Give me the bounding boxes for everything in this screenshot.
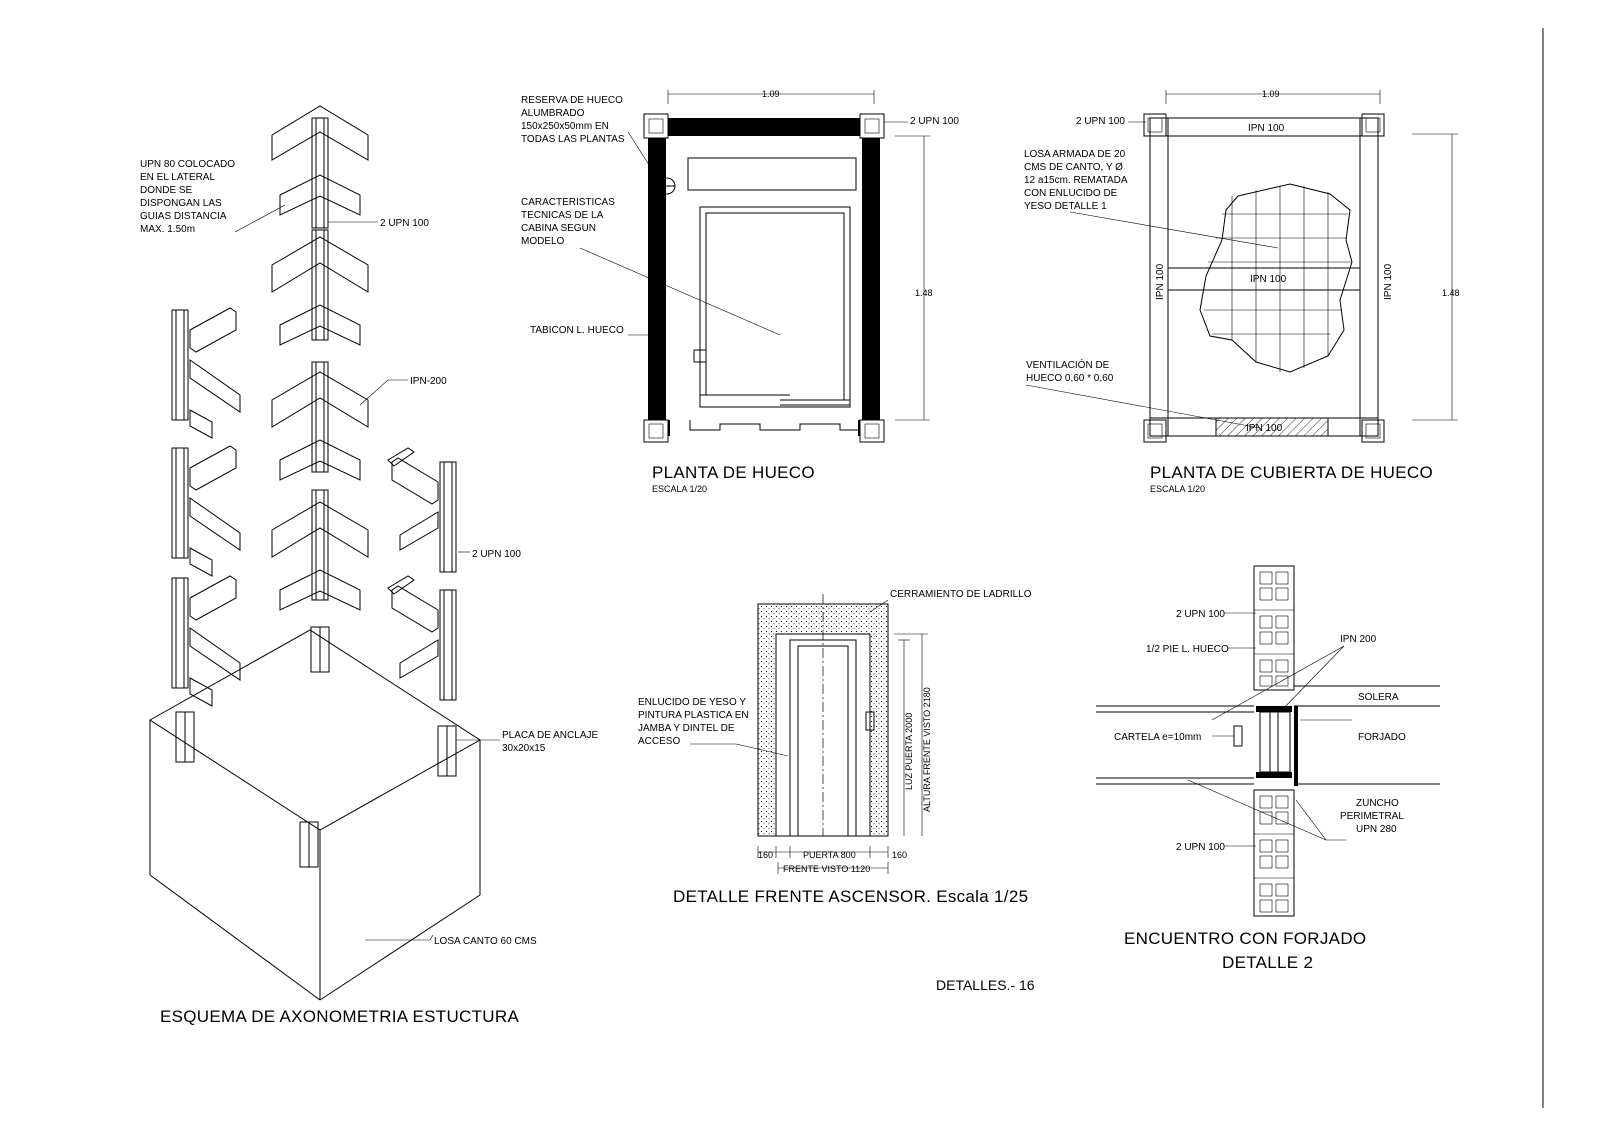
- frente-title: DETALLE FRENTE ASCENSOR. Escala 1/25: [673, 887, 1028, 906]
- placa-label: PLACA DE ANCLAJE 30x20x15: [502, 730, 601, 754]
- frame-1: [271, 105, 369, 229]
- planta-dim-width: 1.09: [762, 89, 780, 99]
- cubierta-ipn-top: IPN 100: [1248, 123, 1285, 134]
- frente-luz-label: LUZ PUERTA 2000: [904, 713, 914, 790]
- left-column: [171, 307, 241, 707]
- encuentro-title-1: ENCUENTRO CON FORJADO: [1124, 929, 1366, 948]
- cubierta-view: 1.09 1.48 2 UPN 100 IPN 100 IPN 100 IPN …: [1024, 89, 1460, 494]
- right-column: [387, 447, 457, 701]
- encuentro-ipn-label: IPN 200: [1340, 634, 1377, 645]
- left-frame-2: [171, 445, 241, 577]
- encuentro-pie-label: 1/2 PIE L. HUECO: [1146, 644, 1229, 655]
- frente-cerramiento-label: CERRAMIENTO DE LADRILLO: [890, 589, 1032, 600]
- frente-dim-puerta: PUERTA 800: [803, 850, 856, 860]
- frente-enlucido-note: ENLUCIDO DE YESO Y PINTURA PLASTICA EN J…: [638, 697, 751, 747]
- cubierta-title: PLANTA DE CUBIERTA DE HUECO: [1150, 463, 1433, 482]
- losa-label: LOSA CANTO 60 CMS: [434, 936, 537, 947]
- planta-hueco-view: 1.09 1.48 2 UPN 100 RESERVA DE HUECO ALU…: [521, 89, 959, 494]
- ipn200-label: IPN-200: [410, 376, 447, 387]
- planta-dim-height: 1.48: [915, 288, 933, 298]
- base-posts: [175, 626, 457, 868]
- left-frame-3: [171, 575, 241, 707]
- brick-cells: [1254, 571, 1294, 913]
- encuentro-upn-bot: 2 UPN 100: [1176, 842, 1225, 853]
- upn80-note: UPN 80 COLOCADO EN EL LATERAL DONDE SE D…: [140, 159, 238, 235]
- encuentro-view: 2 UPN 100 1/2 PIE L. HUECO IPN 200 SOLER…: [1096, 565, 1440, 972]
- axonometry-view: UPN 80 COLOCADO EN EL LATERAL DONDE SE D…: [140, 105, 601, 1026]
- foundation-slab: [149, 629, 481, 1001]
- cubierta-ipn-bot: IPN 100: [1246, 423, 1283, 434]
- encuentro-zuncho-note: ZUNCHO PERIMETRAL UPN 280: [1340, 798, 1406, 835]
- right-frame-2: [387, 575, 457, 701]
- encuentro-title-2: DETALLE 2: [1222, 953, 1313, 972]
- encuentro-forjado-label: FORJADO: [1358, 732, 1406, 743]
- frente-dim-160a: 160: [758, 850, 773, 860]
- cubierta-losa-note: LOSA ARMADA DE 20 CMS DE CANTO, Y Ø 12 a…: [1024, 149, 1130, 212]
- planta-carac-note: CARACTERISTICAS TECNICAS DE LA CABINA SE…: [521, 197, 618, 247]
- encuentro-solera-label: SOLERA: [1358, 692, 1399, 703]
- sheet-number: DETALLES.- 16: [936, 977, 1035, 993]
- frame-3: [271, 361, 369, 481]
- frente-dim-visto: FRENTE VISTO 1120: [783, 864, 870, 874]
- upn100-right-label: 2 UPN 100: [472, 549, 521, 560]
- left-frame-1: [171, 307, 241, 439]
- cubierta-scale: ESCALA 1/20: [1150, 484, 1205, 494]
- cubierta-ipn-left: IPN 100: [1155, 263, 1166, 300]
- cubierta-ipn-right: IPN 100: [1383, 263, 1394, 300]
- planta-tabicon-label: TABICON L. HUECO: [530, 325, 624, 336]
- central-column: [271, 105, 369, 611]
- encuentro-cartela-label: CARTELA e=10mm: [1114, 732, 1201, 743]
- frente-view: LUZ PUERTA 2000 ALTURA FRENTE VISTO 2180…: [638, 589, 1032, 906]
- cubierta-dim-width: 1.09: [1262, 89, 1280, 99]
- planta-upn-label: 2 UPN 100: [910, 116, 959, 127]
- cubierta-vent-note: VENTILACIÓN DE HUECO 0,60 * 0,60: [1026, 358, 1114, 384]
- cubierta-upn-label: 2 UPN 100: [1076, 116, 1125, 127]
- right-frame-1: [387, 447, 457, 573]
- planta-reserva-note: RESERVA DE HUECO ALUMBRADO 150x250x50mm …: [521, 95, 626, 145]
- frente-dim-160b: 160: [892, 850, 907, 860]
- encuentro-upn-top: 2 UPN 100: [1176, 609, 1225, 620]
- planta-title: PLANTA DE HUECO: [652, 463, 815, 482]
- frame-4: [271, 489, 369, 611]
- cubierta-ipn-mid: IPN 100: [1250, 274, 1287, 285]
- frente-altura-label: ALTURA FRENTE VISTO 2180: [922, 687, 932, 812]
- cubierta-dim-height: 1.48: [1442, 288, 1460, 298]
- planta-scale: ESCALA 1/20: [652, 484, 707, 494]
- rebar-grid: [1204, 186, 1352, 372]
- frame-2: [271, 229, 369, 346]
- axonometry-title: ESQUEMA DE AXONOMETRIA ESTUCTURA: [160, 1007, 519, 1026]
- upn100-top-label: 2 UPN 100: [380, 218, 429, 229]
